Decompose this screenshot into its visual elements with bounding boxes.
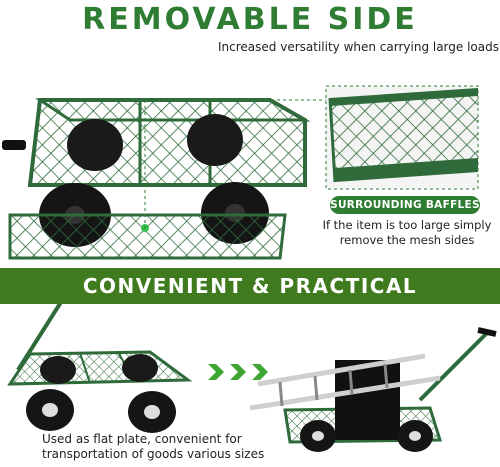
section-banner [0,268,500,304]
baffle-badge: SURROUNDING BAFFLES [330,196,480,214]
baffle-note: If the item is too large simply remove t… [322,218,492,247]
section-title: CONVENIENT & PRACTICAL [82,274,418,298]
cart-flat-image [7,270,193,433]
baffle-closeup-image [325,85,479,190]
flat-plate-caption: Used as flat plate, convenient for trans… [42,432,265,461]
cart-top-image [2,98,330,260]
chevron-right-icon [208,364,268,380]
cart-loaded-image [249,327,497,452]
page-subtitle: Increased versatility when carrying larg… [218,40,499,54]
page-title: REMOVABLE SIDE [82,2,418,37]
